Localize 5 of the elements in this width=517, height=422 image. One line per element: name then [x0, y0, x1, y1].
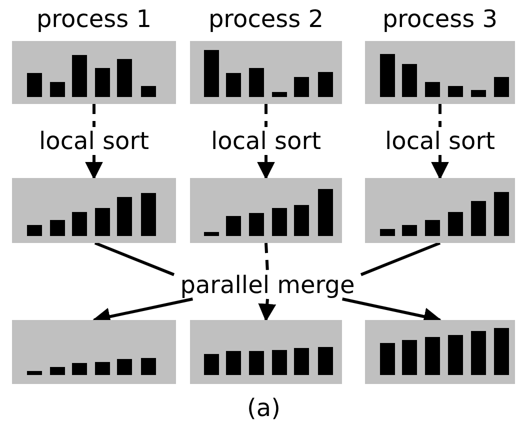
process-heading: process 2	[207, 5, 325, 33]
merge-label: parallel merge	[179, 272, 356, 298]
process-heading: process 3	[381, 5, 499, 33]
connector-arrow	[258, 298, 276, 322]
process-heading: process 1	[35, 5, 153, 33]
